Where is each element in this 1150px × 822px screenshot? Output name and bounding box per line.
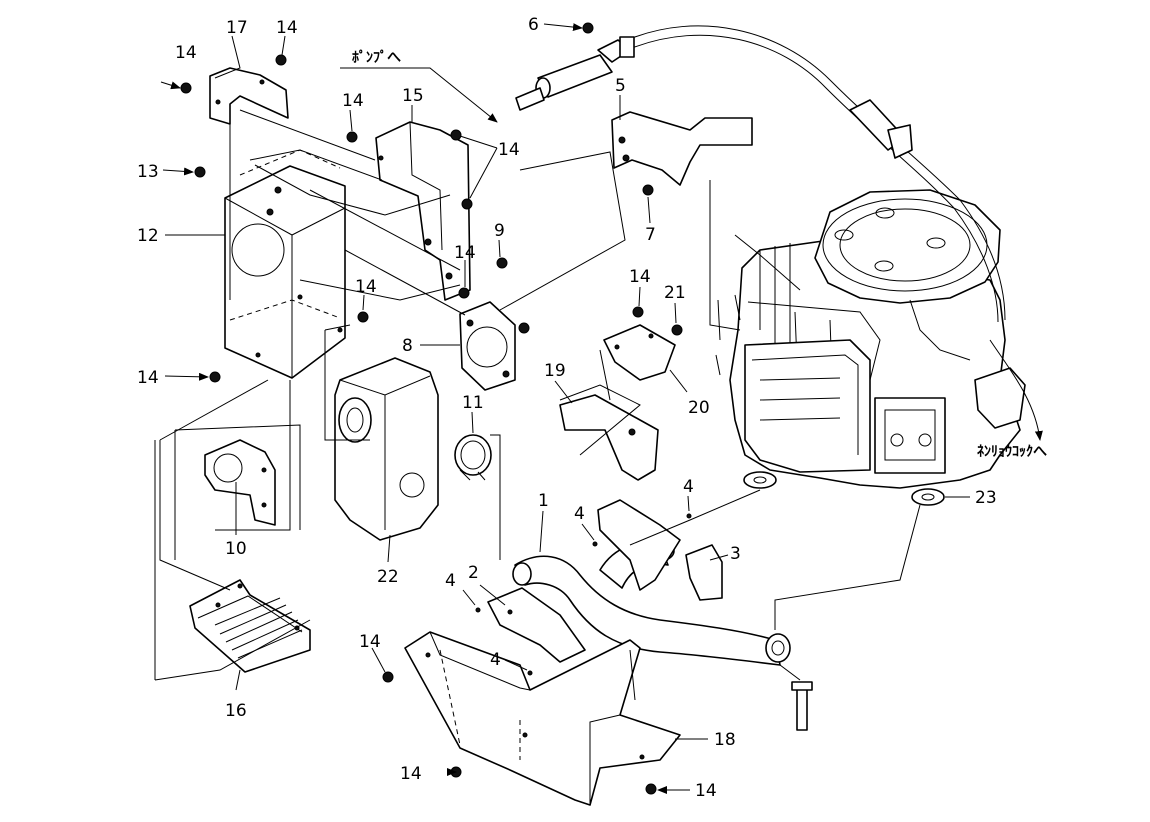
- callout-label: 11: [462, 393, 484, 413]
- callout-label: 4: [574, 504, 585, 524]
- callout-label: 4: [445, 571, 456, 591]
- callout-label: 14: [498, 140, 520, 160]
- to-pump-note: ﾎﾟﾝﾌﾟへ: [352, 49, 401, 66]
- callout-label: 4: [490, 650, 501, 670]
- callout-label: 3: [730, 544, 741, 564]
- callout-label: 1: [538, 491, 549, 511]
- bottom-guard-18: [404, 631, 681, 806]
- callout-label: 16: [225, 701, 247, 721]
- to-fuel-cock-note: ﾈﾝﾘｮｳｺｯｸへ: [977, 444, 1047, 460]
- callout-label: 15: [402, 86, 424, 106]
- callout-label: 14: [400, 764, 422, 784]
- callout-label: 9: [494, 221, 505, 241]
- shield-20: [603, 324, 676, 381]
- to-pump-leader: [340, 67, 498, 123]
- callout-label: 8: [402, 336, 413, 356]
- callout-label: 18: [714, 730, 736, 750]
- muffler-cover-12: [224, 149, 346, 379]
- callout-label: 14: [355, 277, 377, 297]
- engine-assembly: [715, 189, 1026, 489]
- guard-16: [189, 579, 311, 673]
- callout-label: 23: [975, 488, 997, 508]
- bracket-10: [204, 439, 276, 526]
- bracket-5: [611, 111, 753, 186]
- callout-label: 14: [629, 267, 651, 287]
- clamp-11: [454, 434, 492, 481]
- callout-label: 14: [276, 18, 298, 38]
- callout-label: 17: [226, 18, 248, 38]
- bracket-2: [487, 587, 586, 663]
- callout-label: 5: [615, 76, 626, 96]
- muffler-22: [334, 357, 439, 541]
- callout-label: 14: [454, 243, 476, 263]
- callout-label: 20: [688, 398, 710, 418]
- callout-label: 12: [137, 226, 159, 246]
- gasket-8: [459, 301, 516, 391]
- exhaust-pipe-1: [512, 555, 791, 666]
- callout-label: 14: [175, 43, 197, 63]
- callout-label: 6: [528, 15, 539, 35]
- callout-leaders: [160, 23, 970, 794]
- bracket-17: [209, 67, 289, 125]
- callout-label: 22: [377, 567, 399, 587]
- gasket-23: [743, 471, 945, 506]
- callout-label: 2: [468, 563, 479, 583]
- plate-4: [597, 499, 681, 591]
- shield-19: [559, 394, 659, 481]
- callout-label: 7: [645, 225, 656, 245]
- bolt-assembly: [791, 681, 813, 731]
- bracket-15: [375, 121, 471, 301]
- callout-label: 14: [137, 368, 159, 388]
- guide-lines: [154, 109, 921, 760]
- callout-label: 13: [137, 162, 159, 182]
- callout-labels: 14 17 14 13 12 14 14 15 14 14 9 14 8 11 …: [137, 15, 997, 801]
- callout-label: 10: [225, 539, 247, 559]
- fuel-lines: [515, 25, 1043, 441]
- callout-label: 14: [342, 91, 364, 111]
- callout-label: 21: [664, 283, 686, 303]
- callout-label: 14: [359, 632, 381, 652]
- callout-label: 19: [544, 361, 566, 381]
- fasteners: [180, 22, 692, 795]
- callout-label: 4: [683, 477, 694, 497]
- callout-label: 14: [695, 781, 717, 801]
